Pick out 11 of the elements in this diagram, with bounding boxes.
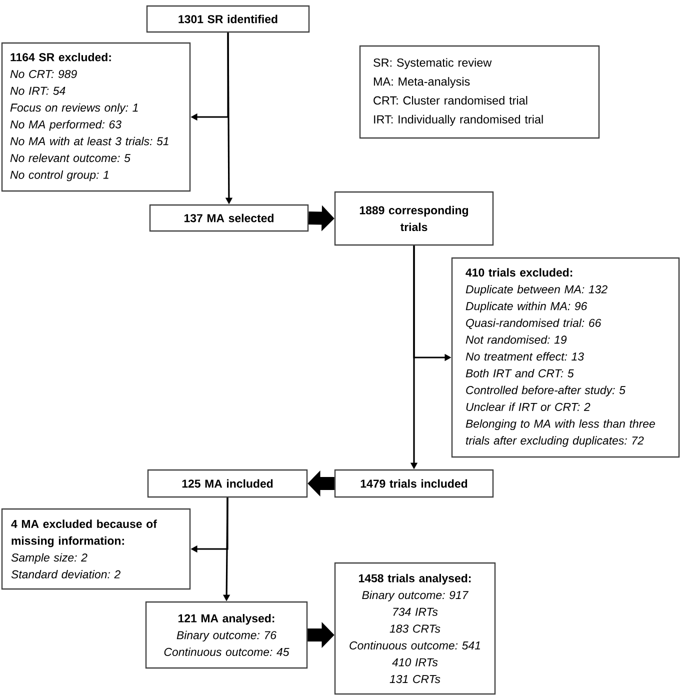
flow-box: 1889 corresponding trials: [334, 191, 494, 246]
exclusion-box: 410 trials excluded: Duplicate between MA: 132 Duplicate within MA: 96 Quasi-randomised trial: 66 Not randomised: 19 No treatment effect: 13 Both IRT and CRT: 5 Controlled before-after study: 5 Unclear if IRT or CRT: 2 Belonging to MA with less than three trials after excluding duplicates: 72: [451, 257, 680, 458]
flow-box: 1301 SR identified: [146, 5, 310, 33]
exclusion-box: 1164 SR excluded: No CRT: 989 No IRT: 54 Focus on reviews only: 1 No MA performed: 63 No MA with at least 3 trials: 51 No relevant outcome: 5 No control group: 1: [1, 42, 191, 192]
flow-box: 125 MA included: [147, 469, 308, 498]
exclusion-box: 4 MA excluded because of missing information: Sample size: 2 Standard deviation: 2: [1, 508, 191, 590]
result-box: 121 MA analysed: Binary outcome: 76 Continuous outcome: 45: [145, 601, 308, 669]
result-box: 1458 trials analysed: Binary outcome: 917 734 IRTs 183 CRTs Continuous outcome: 541 410 IRTs 131 CRTs: [334, 562, 496, 695]
abbreviation-box: SR: Systematic review MA: Meta-analysis CRT: Cluster randomised trial IRT: Individually randomised trial: [359, 45, 600, 139]
flow-box: 137 MA selected: [149, 204, 309, 232]
flow-box: 1479 trials included: [334, 469, 494, 498]
